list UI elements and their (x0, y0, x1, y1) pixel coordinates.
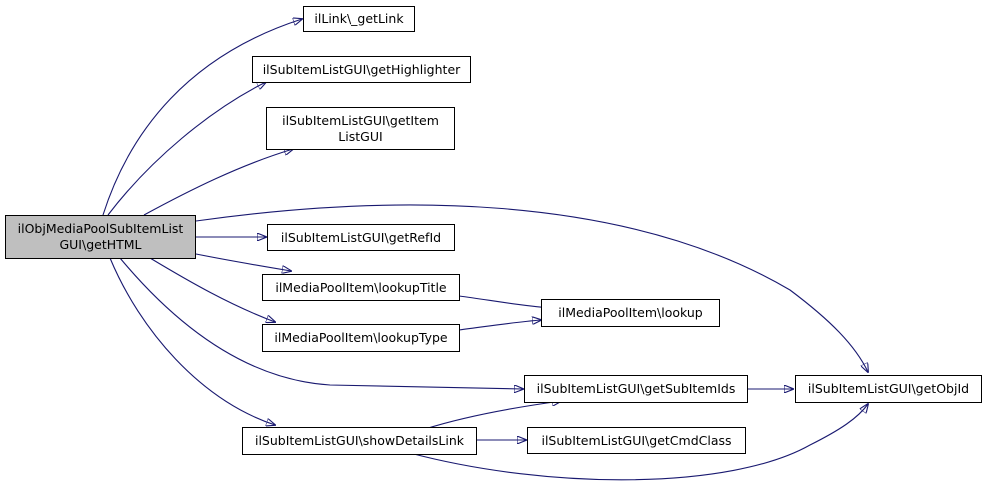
node-getSubItemIds-label: ilSubItemListGUI\getSubItemIds (536, 381, 736, 396)
node-getRefId-label: ilSubItemListGUI\getRefId (280, 229, 442, 245)
edge-showDetailsLink-getObjId (409, 404, 868, 481)
node-lookup-label: ilMediaPoolItem\lookup (558, 305, 703, 320)
node-getHighlighter[interactable]: ilSubItemListGUI\getHighlighter (252, 56, 471, 83)
node-showDetailsLink-label: ilSubItemListGUI\showDetailsLink (254, 433, 464, 448)
edge-root-getSubItemIds (119, 257, 523, 389)
node-root-label: ilObjMediaPoolSubItemList GUI\getHTML (17, 221, 184, 252)
node-getCmdClass[interactable]: ilSubItemListGUI\getCmdClass (527, 427, 746, 454)
node-getItemListGUI[interactable]: ilSubItemListGUI\getItem ListGUI (266, 107, 455, 150)
node-showDetailsLink[interactable]: ilSubItemListGUI\showDetailsLink (242, 427, 477, 455)
node-lookupTitle-label: ilMediaPoolItem\lookupTitle (275, 279, 447, 295)
node-getLink-label: ilLink\_getLink (314, 11, 404, 26)
edge-root-getObjId (195, 204, 868, 372)
edge-root-lookupType (149, 257, 275, 322)
node-getHighlighter-label: ilSubItemListGUI\getHighlighter (262, 61, 461, 77)
node-getLink[interactable]: ilLink\_getLink (303, 6, 415, 32)
node-getItemListGUI-label: ilSubItemListGUI\getItem ListGUI (282, 112, 439, 144)
node-lookup[interactable]: ilMediaPoolItem\lookup (541, 299, 720, 327)
node-lookupType[interactable]: ilMediaPoolItem\lookupType (262, 324, 460, 352)
node-getRefId[interactable]: ilSubItemListGUI\getRefId (267, 224, 455, 251)
edge-lookupType-lookup (458, 320, 541, 331)
edge-root-showDetailsLink (109, 257, 275, 425)
edge-root-getItemListGUI (143, 149, 293, 216)
edge-root-lookupTitle (195, 253, 291, 271)
node-lookupType-label: ilMediaPoolItem\lookupType (274, 330, 448, 345)
edge-lookupTitle-lookup (458, 295, 551, 308)
node-getObjId-label: ilSubItemListGUI\getObjId (807, 381, 970, 396)
edge-root-getHighlighter (107, 82, 266, 216)
edge-showDetailsLink-getSubItemIds (424, 401, 561, 430)
node-getObjId[interactable]: ilSubItemListGUI\getObjId (795, 375, 982, 403)
edge-root-getLink (102, 19, 302, 216)
node-getSubItemIds[interactable]: ilSubItemListGUI\getSubItemIds (524, 375, 748, 403)
node-root-getHTML: ilObjMediaPoolSubItemList GUI\getHTML (5, 215, 196, 259)
node-lookupTitle[interactable]: ilMediaPoolItem\lookupTitle (262, 274, 460, 301)
node-getCmdClass-label: ilSubItemListGUI\getCmdClass (541, 432, 732, 448)
